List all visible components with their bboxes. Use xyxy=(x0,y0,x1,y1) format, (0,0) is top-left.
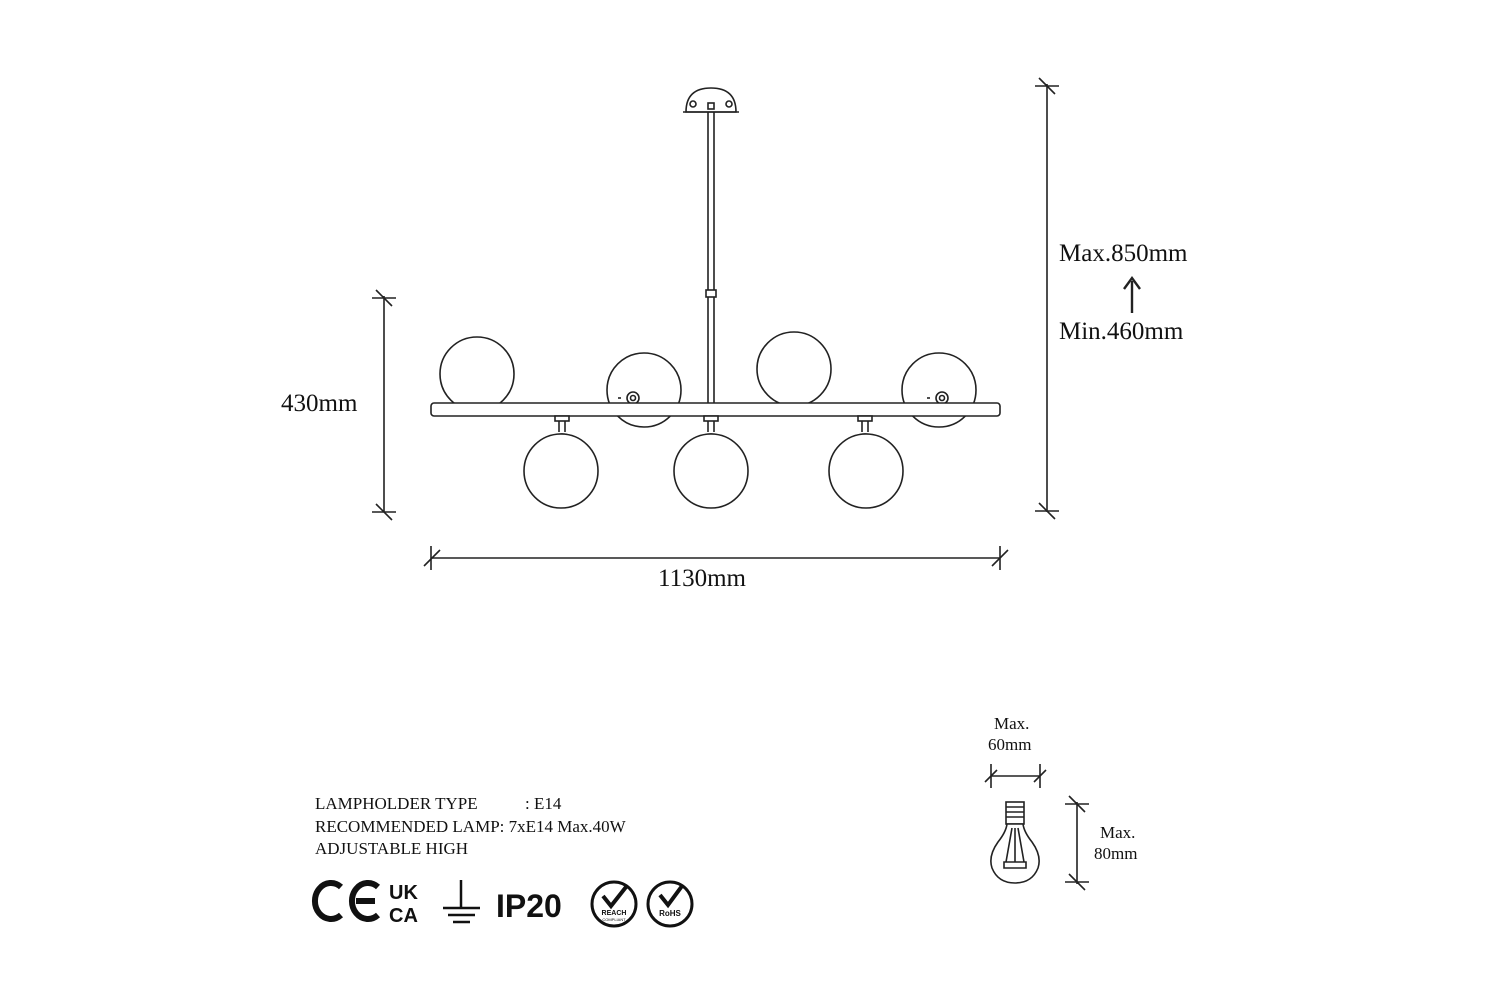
reach-badge-subtext: COMPLIANT xyxy=(602,917,626,922)
spec-recommended-label: RECOMMENDED LAMP: xyxy=(315,817,505,836)
height-fixed-label: 430mm xyxy=(281,390,358,417)
reach-badge-text: REACH xyxy=(602,910,627,917)
bulb-height-label-1: Max. xyxy=(1100,823,1135,842)
rohs-badge-text: RoHS xyxy=(659,909,681,918)
globe-lower-1 xyxy=(523,415,599,509)
ground-symbol-icon xyxy=(443,880,480,924)
suspension-rod xyxy=(705,112,717,403)
bulb-height-dimension xyxy=(1065,795,1089,891)
spec-lampholder-row: LAMPHOLDER TYPE : E14 xyxy=(315,793,561,815)
bulb-width-label-2: 60mm xyxy=(988,735,1031,754)
ceiling-canopy xyxy=(683,87,739,113)
globe-upper-1 xyxy=(439,336,515,412)
horizontal-bar xyxy=(430,402,1001,417)
bulb-width-label-1: Max. xyxy=(994,714,1029,733)
ce-mark-icon xyxy=(312,880,381,922)
spec-recommended-row: RECOMMENDED LAMP: 7xE14 Max.40W xyxy=(315,816,626,838)
width-label: 1130mm xyxy=(658,565,747,592)
height-max-label: Max.850mm xyxy=(1059,240,1188,267)
spec-recommended-value: 7xE14 Max.40W xyxy=(508,817,626,836)
reach-badge-icon xyxy=(590,880,638,928)
globe-lower-3 xyxy=(828,415,904,509)
spec-lampholder-label: LAMPHOLDER TYPE xyxy=(315,794,478,813)
dimension-height-adjustable xyxy=(1035,77,1059,520)
height-min-label: Min.460mm xyxy=(1059,318,1184,345)
spec-adjustable: ADJUSTABLE HIGH xyxy=(315,839,469,858)
globe-upper-3 xyxy=(756,331,832,407)
bulb-width-dimension xyxy=(984,764,1047,788)
dimension-width xyxy=(423,546,1009,570)
arrow-up-icon xyxy=(1123,275,1141,313)
rohs-badge-icon xyxy=(646,880,694,928)
ukca-mark-top: UK xyxy=(389,882,418,904)
dimension-height-fixed xyxy=(372,289,396,521)
bulb-icon xyxy=(990,801,1040,884)
spec-lampholder-value: : E14 xyxy=(525,794,562,813)
globe-lower-2 xyxy=(673,415,749,509)
bulb-height-label-2: 80mm xyxy=(1094,844,1137,863)
ukca-mark-bottom: CA xyxy=(389,905,418,927)
ip-rating: IP20 xyxy=(496,888,562,924)
